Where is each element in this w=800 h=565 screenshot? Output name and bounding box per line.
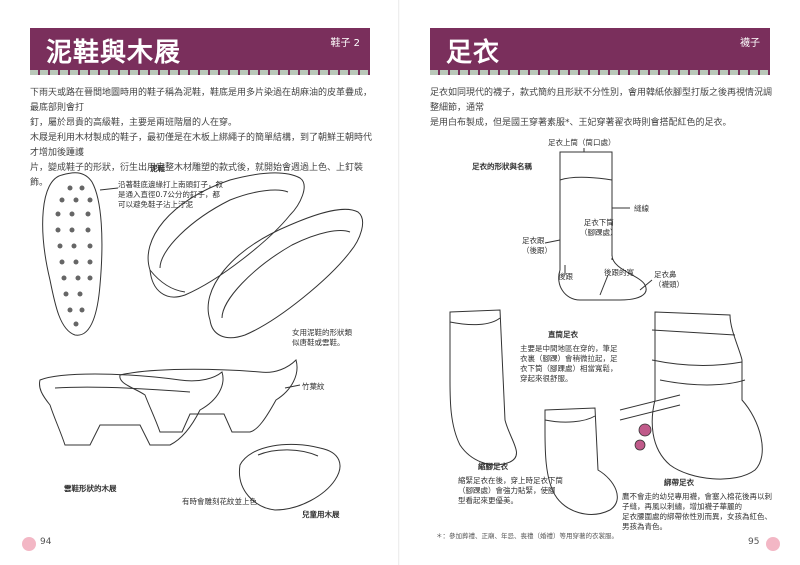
label-bamboo: 竹葉紋 — [302, 382, 325, 391]
label-straight-desc: 主要是中間地區在穿的，筆足 衣裏（腳踝）會稍微拉起，足 衣下筒（腳踝處）相當寬鬆… — [520, 344, 618, 383]
label-curved-desc: 縮緊足衣在後，穿上時足衣下筒 （腳踝處）會強力貼緊，使腳 型看起來更優美。 — [458, 476, 563, 505]
label-color: 有時會雕刻花紋並上色 — [182, 497, 257, 506]
right-page-title: 足衣 — [446, 38, 501, 68]
label-curved: 縮腳足衣 — [478, 462, 508, 471]
label-straight: 直筒足衣 — [548, 330, 578, 339]
label-nixie-desc: 沿著鞋底邊緣打上南頭釘子，叙 是通入直徑0.7公分的釘子，都 可以避免鞋子沾上汙… — [118, 180, 223, 209]
label-width: 後跟的寬 — [604, 268, 634, 277]
left-title-banner: 泥鞋與木屐 鞋子 2 — [30, 28, 370, 75]
label-toe: 足衣鼻 （襪頭） — [654, 270, 684, 289]
left-page-number: 94 — [40, 537, 52, 547]
label-heel: 後跟 — [558, 272, 573, 281]
label-tied: 綁帶足衣 — [664, 478, 694, 487]
right-page-dot — [766, 537, 780, 551]
left-page: 泥鞋與木屐 鞋子 2 下雨天或路在晉間地圖時用的鞋子稱為泥鞋，鞋底是用多片染過在… — [22, 28, 373, 551]
left-section-tag: 鞋子 2 — [330, 38, 360, 49]
label-shape-name: 足衣的形狀與名稱 — [472, 162, 532, 171]
label-seam: 縫線 — [634, 204, 649, 213]
right-title-banner: 足衣 襪子 — [430, 28, 770, 75]
footnote: ＊：參加葬禮、正廟、年忌、喪禮（婚禮）等用穿著的衣裳服。 — [436, 532, 618, 540]
right-intro-text: 足衣如同現代的襪子，款式簡約且形狀不分性別，會用韓紙依腳型打版之後再視情況調整細… — [430, 88, 773, 128]
label-child-clog: 兒童用木屐 — [302, 510, 340, 519]
right-page-number: 95 — [748, 537, 760, 547]
left-intro-text: 下雨天或路在晉間地圖時用的鞋子稱為泥鞋，鞋底是用多片染過在胡麻油的皮革疊成，最底… — [30, 88, 373, 188]
label-nixie: 泥鞋 — [150, 164, 165, 173]
left-shoe-illustrations — [39, 172, 363, 511]
label-cloud-clog: 雲鞋形狀的木屐 — [64, 484, 117, 493]
label-shape: 女用泥鞋的形狀類 似唐鞋或雲鞋。 — [292, 328, 352, 347]
label-back: 足衣跟 （後跟） — [522, 236, 552, 255]
label-top: 足衣上筒（筒口處） — [548, 138, 616, 147]
label-tied-desc: 鷹不會走的幼兒專用襪，會塞入棉花後再以刺 子縫，再風以刺繡，增加襪子華麗的 足衣… — [622, 492, 772, 531]
right-section-tag: 襪子 — [740, 38, 760, 49]
left-page-title: 泥鞋與木屐 — [46, 38, 182, 68]
banner-stripe — [30, 70, 370, 75]
left-page-dot — [22, 537, 36, 551]
label-lower: 足衣下筒 （腳踝處） — [580, 218, 618, 237]
banner-stripe — [430, 70, 770, 75]
